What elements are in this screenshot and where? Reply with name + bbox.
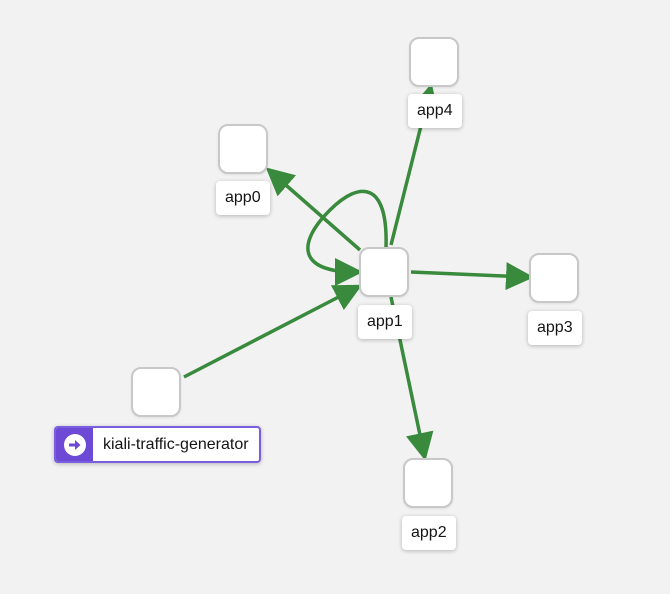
node-label-app3[interactable]: app3 bbox=[528, 311, 582, 345]
node-label-kiali-traffic-generator[interactable]: kiali-traffic-generator bbox=[54, 426, 261, 463]
node-app0[interactable] bbox=[218, 124, 268, 174]
node-label-app1[interactable]: app1 bbox=[358, 305, 412, 339]
node-label-app2[interactable]: app2 bbox=[402, 516, 456, 550]
node-app4[interactable] bbox=[409, 37, 459, 87]
node-app3[interactable] bbox=[529, 253, 579, 303]
generator-label-text: kiali-traffic-generator bbox=[103, 435, 249, 453]
node-app2[interactable] bbox=[403, 458, 453, 508]
edge-generator-to-app1[interactable] bbox=[183, 284, 363, 379]
edge-app1-to-app3[interactable] bbox=[410, 262, 534, 291]
edge-app1-to-app0[interactable] bbox=[265, 167, 362, 252]
ingress-badge bbox=[56, 428, 93, 461]
node-app1[interactable] bbox=[359, 247, 409, 297]
node-kiali-traffic-generator[interactable] bbox=[131, 367, 181, 417]
edge-app1-self-loop[interactable] bbox=[306, 189, 388, 286]
node-label-app4[interactable]: app4 bbox=[408, 94, 462, 128]
node-label-app0[interactable]: app0 bbox=[216, 181, 270, 215]
arrow-circle-right-icon bbox=[63, 433, 86, 456]
